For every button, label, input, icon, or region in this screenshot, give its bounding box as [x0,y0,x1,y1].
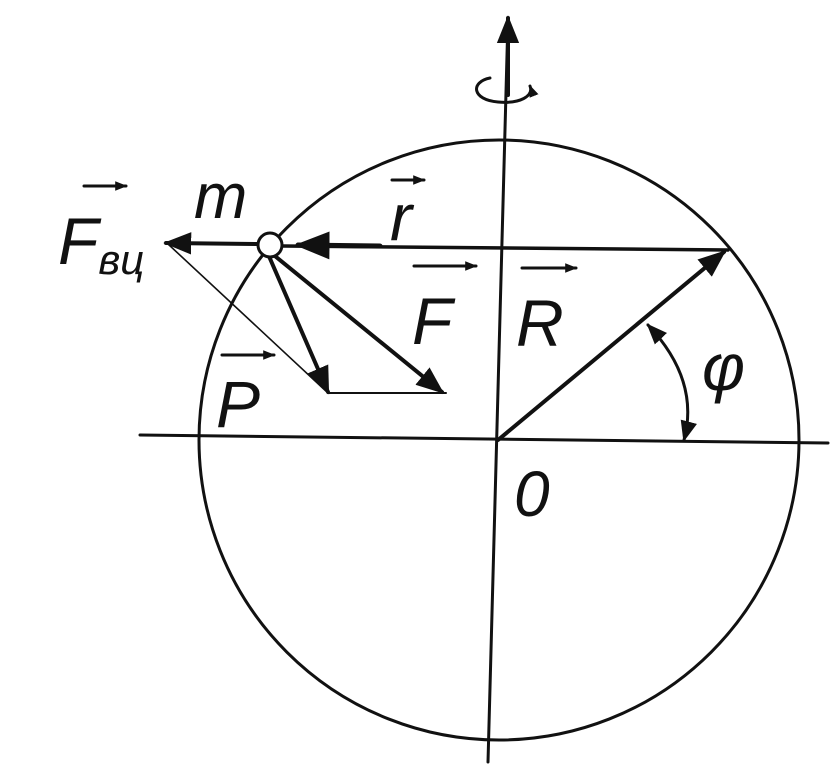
angle-phi-label: φ [702,330,745,404]
weight-label: P [216,367,260,441]
radius-r-label: r [390,180,415,254]
mass-point [256,231,284,259]
gravity-force-label: F [412,284,456,358]
radius-R-vector [496,250,727,442]
weight-vector [266,252,330,395]
origin-label: 0 [514,458,550,530]
sphere-circle [197,138,801,742]
angle-phi-arc [646,323,697,443]
construction-line-diagonal [167,243,329,394]
radius-R-label: R [516,286,564,360]
mass-label: m [194,160,247,232]
centrifugal-force-subscript: вц [98,236,144,283]
horizontal-axis [138,433,830,445]
gravity-force-vector [268,250,445,394]
rotation-direction-icon [475,76,539,104]
centrifugal-force-label: Fвц [58,204,144,283]
radius-r-arrow [294,231,383,260]
centrifugal-force-vector [163,232,260,255]
rotation-axis [486,16,510,764]
